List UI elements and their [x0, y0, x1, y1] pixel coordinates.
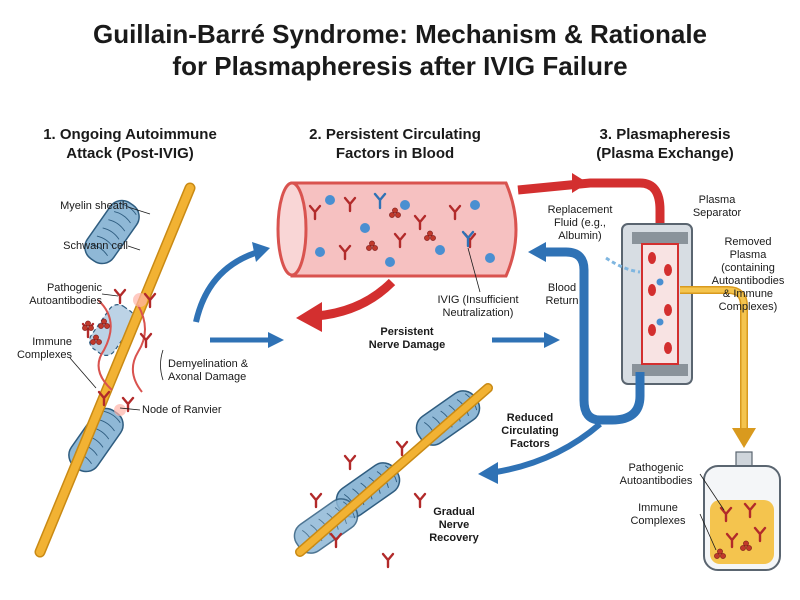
label-gradual-recovery: Gradual Nerve Recovery: [414, 506, 494, 545]
label-replacement-line3: Albumin): [558, 230, 602, 242]
label-persistent-line1: Persistent: [380, 326, 434, 338]
label-immune-line1: Immune: [32, 336, 72, 348]
page-title: Guillain-Barré Syndrome: Mechanism & Rat…: [0, 18, 800, 82]
label-immune-line2: Complexes: [16, 349, 72, 361]
separator-cells: [648, 252, 672, 354]
label-reduced-factors: Reduced Circulating Factors: [488, 412, 572, 451]
label-ivig-line2: Neutralization): [442, 307, 514, 319]
label-myelin-sheath: Myelin sheath: [60, 200, 128, 212]
label-blood-return-line2: Return: [545, 295, 579, 307]
label-pathogenic-autoantibodies: Pathogenic Autoantibodies: [16, 282, 102, 308]
label-bag-immune-line2: Complexes: [630, 515, 686, 527]
panel1-title-line2: Attack (Post-IVIG): [66, 145, 194, 162]
label-ivig: IVIG (Insufficient Neutralization): [418, 294, 538, 320]
label-gradual-line2: Nerve: [438, 519, 470, 531]
damage-zone: [97, 293, 147, 416]
label-pathogenic-line1: Pathogenic: [46, 282, 102, 294]
label-plasma-separator: Plasma Separator: [682, 194, 752, 220]
label-demyelination-line1: Demyelination &: [168, 358, 249, 370]
panel2-title-line2: Factors in Blood: [335, 145, 455, 162]
panel3-title: 3. Plasmapheresis (Plasma Exchange): [560, 125, 770, 163]
panel3-title-line2: (Plasma Exchange): [596, 145, 734, 162]
ivig-molecules: [373, 192, 475, 248]
label-immune-complexes: Immune Complexes: [16, 336, 72, 362]
label-node-of-ranvier: Node of Ranvier: [142, 404, 222, 416]
label-reduced-line3: Factors: [510, 438, 550, 450]
label-blood-return: Blood Return: [540, 282, 584, 308]
label-separator-line1: Plasma: [698, 194, 736, 206]
label-pathogenic-line2: Autoantibodies: [29, 295, 102, 307]
label-removed-line2: Plasma: [729, 249, 767, 261]
label-demyelination-line2: Axonal Damage: [168, 371, 247, 383]
label-bag-pathogenic: Pathogenic Autoantibodies: [608, 462, 704, 488]
separator-column: [641, 243, 679, 365]
blood-vessel: [276, 181, 518, 293]
arrow-to-recovery: [495, 421, 602, 475]
damaged-nerve: [34, 182, 196, 558]
label-removed-plasma: Removed Plasma (containing Autoantibodie…: [700, 236, 796, 314]
panel2-title: 2. Persistent Circulating Factors in Blo…: [280, 125, 510, 163]
panel1-title: 1. Ongoing Autoimmune Attack (Post-IVIG): [20, 125, 240, 163]
label-bag-pathogenic-line2: Autoantibodies: [619, 475, 693, 487]
label-removed-line6: Complexes): [718, 301, 778, 313]
label-reduced-line2: Circulating: [501, 425, 559, 437]
label-removed-line5: & Immune: [722, 288, 774, 300]
label-blood-return-line1: Blood: [547, 282, 577, 294]
plasmapheresis-circuit: [517, 173, 756, 448]
label-bag-immune-line1: Immune: [638, 502, 678, 514]
panel1-title-line1: 1. Ongoing Autoimmune: [43, 126, 217, 143]
label-gradual-line3: Recovery: [429, 532, 479, 544]
replacement-fluid-line: [605, 256, 641, 274]
label-separator-line2: Separator: [692, 207, 742, 219]
label-schwann-cell: Schwann cell: [63, 240, 128, 252]
label-bag-immune: Immune Complexes: [618, 502, 698, 528]
label-removed-line4: Autoantibodies: [711, 275, 785, 287]
label-replacement-fluid: Replacement Fluid (e.g., Albumin): [538, 204, 622, 243]
page-title-line1: Guillain-Barré Syndrome: Mechanism & Rat…: [92, 19, 708, 49]
blood-out-tube: [517, 178, 665, 232]
label-persistent-line2: Nerve Damage: [368, 339, 446, 351]
panel2-title-line1: 2. Persistent Circulating: [309, 126, 481, 143]
label-bag-pathogenic-line1: Pathogenic: [628, 462, 684, 474]
label-demyelination: Demyelination & Axonal Damage: [168, 358, 278, 384]
label-replacement-line1: Replacement: [547, 204, 613, 216]
arrow-persistent-damage: [315, 278, 396, 321]
label-persistent-damage: Persistent Nerve Damage: [352, 326, 462, 352]
label-reduced-line1: Reduced: [506, 412, 554, 424]
page-title-line2: for Plasmapheresis after IVIG Failure: [172, 51, 628, 81]
blood-cells: [315, 195, 495, 267]
blood-return-tube: [542, 247, 645, 425]
label-gradual-line1: Gradual: [433, 506, 475, 518]
recovering-nerve: [288, 383, 493, 569]
label-ivig-line1: IVIG (Insufficient: [437, 294, 519, 306]
label-replacement-line2: Fluid (e.g.,: [554, 217, 606, 229]
plasma-collection-bag: [699, 451, 781, 571]
label-removed-line3: (containing: [721, 262, 775, 274]
panel3-title-line1: 3. Plasmapheresis: [599, 126, 731, 143]
arrow-nerve-to-vessel: [193, 249, 259, 323]
label-removed-line1: Removed: [724, 236, 772, 248]
